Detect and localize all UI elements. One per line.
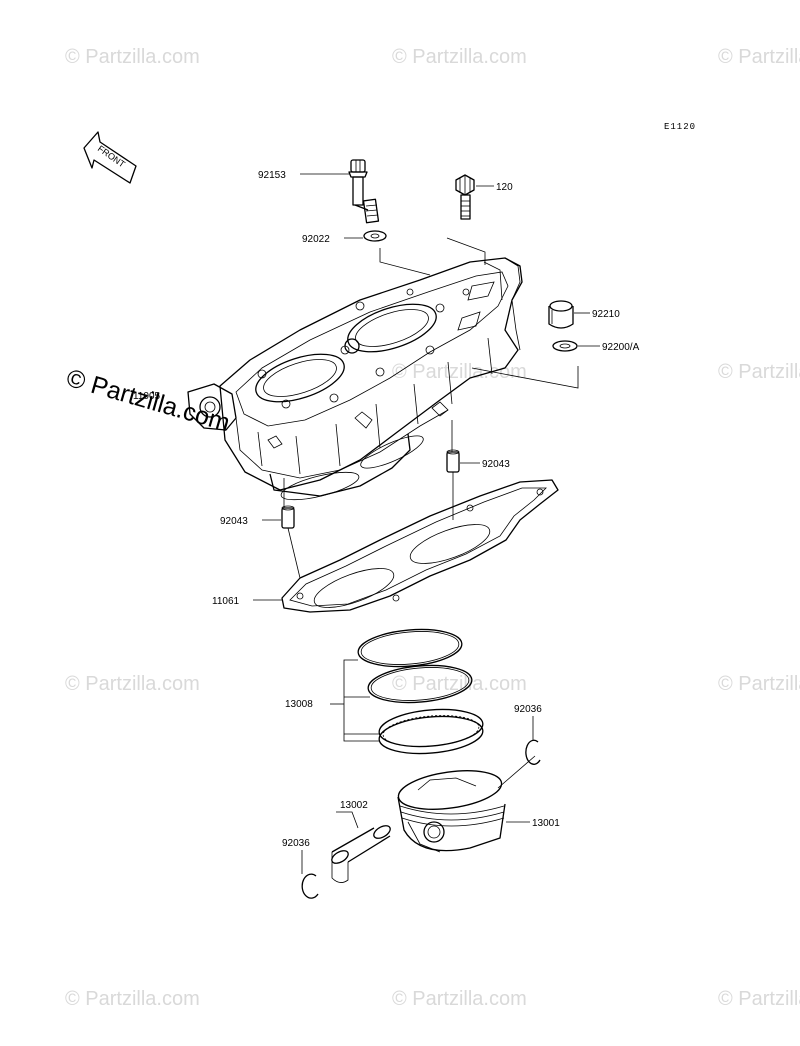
part-label-92200a: 92200/A [602, 342, 640, 353]
part-label-92043-right: 92043 [482, 459, 510, 470]
watermark-group: © Partzilla.com © Partzilla.com © Partzi… [65, 46, 800, 1010]
part-label-92036-right: 92036 [514, 704, 542, 715]
bolt-92153 [348, 159, 380, 224]
watermark-overlay: © Partzilla.com [63, 364, 233, 437]
washer-92022 [363, 230, 387, 242]
piston-rings-13008 [357, 628, 484, 755]
figure-code: E1120 [664, 122, 696, 132]
washer-92200a [552, 340, 578, 352]
watermark-text: © Partzilla.com [718, 673, 800, 695]
circlip-92036-left [301, 873, 319, 899]
part-label-13001: 13001 [532, 818, 560, 829]
dowel-92043-left [281, 478, 301, 579]
watermark-text: © Partzilla.com [392, 361, 527, 383]
watermark-text: © Partzilla.com [718, 46, 800, 68]
part-label-92022: 92022 [302, 234, 330, 245]
part-label-120: 120 [496, 182, 513, 193]
cap-92210 [548, 300, 574, 329]
part-label-92043-left: 92043 [220, 516, 248, 527]
gasket-11061 [281, 479, 559, 613]
piston-pin-13002 [331, 825, 391, 883]
part-label-92153: 92153 [258, 170, 286, 181]
bolt-120 [455, 174, 475, 220]
circlip-92036-right [525, 739, 541, 765]
part-label-92210: 92210 [592, 309, 620, 320]
part-label-13008: 13008 [285, 699, 313, 710]
watermark-text: © Partzilla.com [718, 988, 800, 1010]
watermark-text: © Partzilla.com [65, 988, 200, 1010]
part-label-13002: 13002 [340, 800, 368, 811]
dowel-92043-right [446, 420, 460, 520]
watermark-text: © Partzilla.com [718, 361, 800, 383]
front-arrow-icon: FRONT [83, 131, 137, 184]
watermark-text: © Partzilla.com [65, 46, 200, 68]
part-label-11005: 11005 [133, 391, 161, 402]
cylinder-block-11005 [187, 257, 523, 501]
part-label-11061: 11061 [212, 596, 240, 607]
piston-13001 [397, 770, 506, 853]
part-label-92036-left: 92036 [282, 838, 310, 849]
watermark-text: © Partzilla.com [392, 988, 527, 1010]
watermark-text: © Partzilla.com [392, 46, 527, 68]
watermark-text: © Partzilla.com [392, 673, 527, 695]
watermark-text: © Partzilla.com [65, 673, 200, 695]
